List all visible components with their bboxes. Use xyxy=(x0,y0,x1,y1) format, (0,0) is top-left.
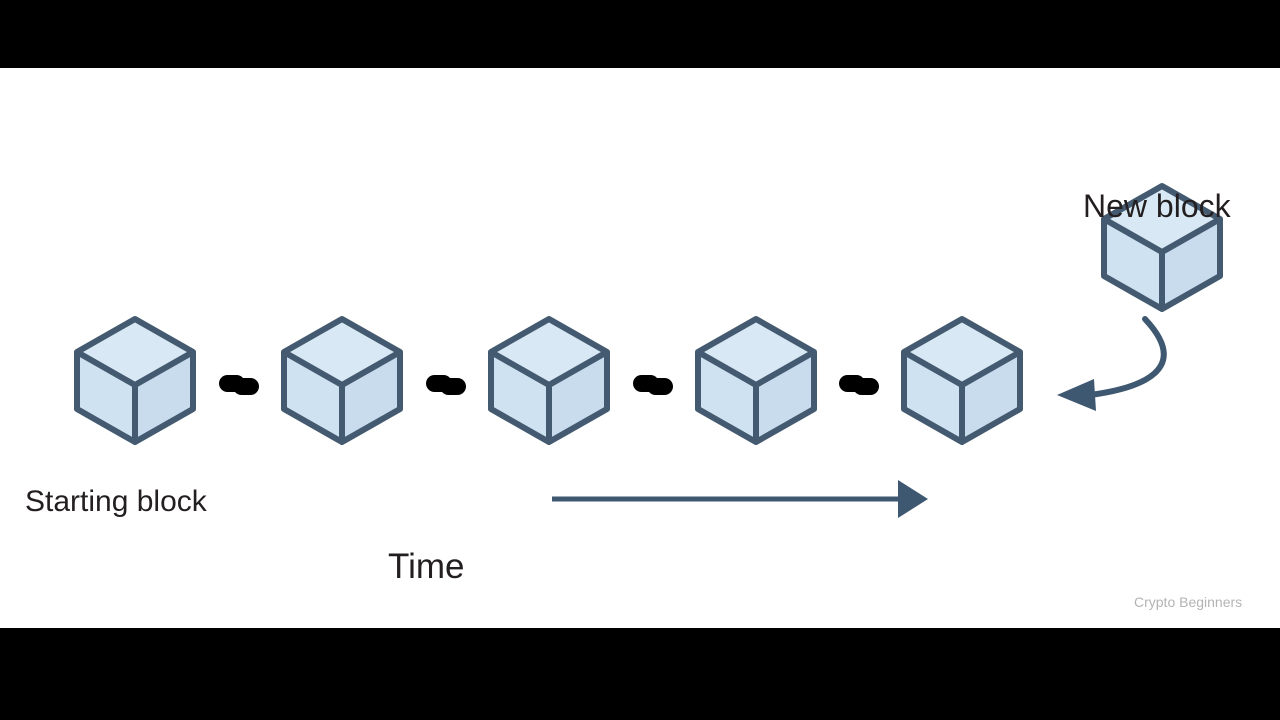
chain-link-1-icon xyxy=(219,375,259,395)
new-block-label: New block xyxy=(1083,188,1231,224)
new-block-arrow xyxy=(1057,316,1167,411)
block-4[interactable] xyxy=(698,319,814,442)
block-1-starting[interactable] xyxy=(77,319,193,442)
block-2[interactable] xyxy=(284,319,400,442)
time-arrow xyxy=(552,480,928,518)
time-axis-label: Time xyxy=(388,547,465,586)
blockchain-diagram: .face-top { fill: #d8e8f4; } .face-left … xyxy=(0,68,1280,518)
chain-link-2-icon xyxy=(426,375,466,395)
block-5[interactable] xyxy=(904,319,1020,442)
letterbox-top-bar xyxy=(0,0,1280,68)
starting-block-label: Starting block xyxy=(25,485,207,518)
watermark-text: Crypto Beginners xyxy=(1134,594,1243,610)
chain-link-3-icon xyxy=(633,375,673,395)
blockchain-diagram-slide: .face-top { fill: #d8e8f4; } .face-left … xyxy=(0,68,1280,628)
letterbox-bottom-bar xyxy=(0,628,1280,720)
block-3[interactable] xyxy=(491,319,607,442)
chain-link-4-icon xyxy=(839,375,879,395)
